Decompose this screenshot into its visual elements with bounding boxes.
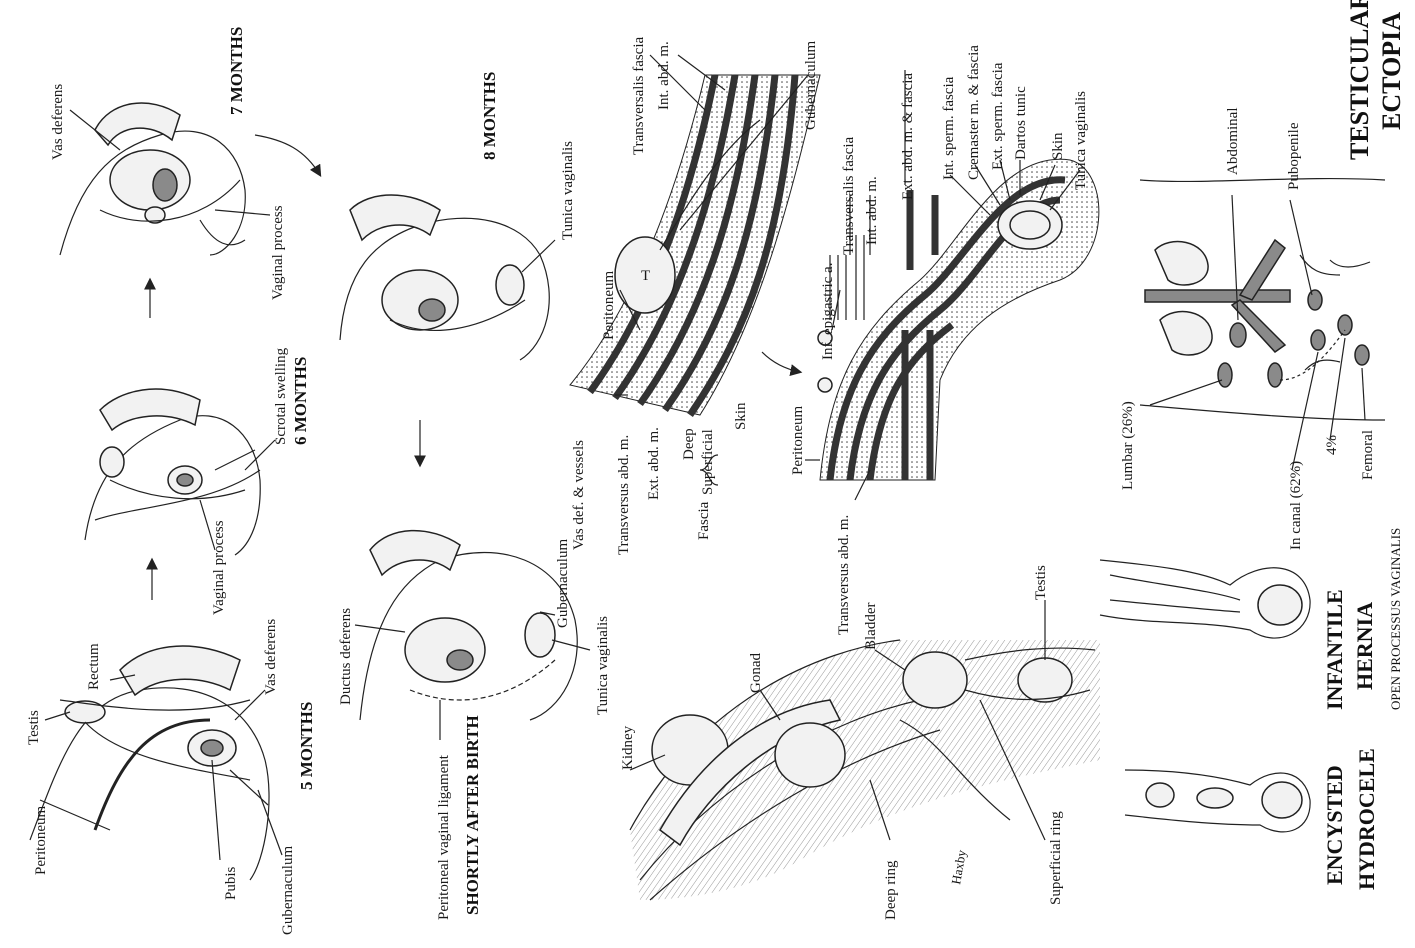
title-hydrocele: HYDROCELE <box>1354 748 1379 890</box>
panel-encysted-hydrocele: ENCYSTED HYDROCELE <box>1125 748 1379 890</box>
label-gubernaculum-canal: Gubernaculum <box>803 41 819 130</box>
stage-label-5-months: 5 MONTHS <box>297 702 316 790</box>
label-vaginal-process-6m: Vaginal process <box>211 520 227 615</box>
label-peritoneum-canal: Peritoneum <box>601 271 617 340</box>
label-peritoneum-5m: Peritoneum <box>33 806 49 875</box>
panel-8-months: Tunica vaginalis 8 MONTHS <box>340 72 576 360</box>
label-tunica-vaginalis-birth: Tunica vaginalis <box>595 616 611 715</box>
label-tunica-vaginalis-8m: Tunica vaginalis <box>560 141 576 240</box>
panel-5-months: Peritoneum Testis Rectum Vas deferens Pu… <box>26 619 316 935</box>
label-lumbar: Lumbar (26%) <box>1120 401 1136 490</box>
label-testis-letter-t: T <box>641 268 650 284</box>
panel-infantile-hernia: INFANTILE HERNIA OPEN PROCESSUS VAGINALI… <box>1100 528 1403 710</box>
label-vas-deferens-5m: Vas deferens <box>263 619 279 695</box>
title-hernia: HERNIA <box>1352 602 1377 690</box>
label-peritoneum-scrotum: Peritoneum <box>790 406 806 475</box>
label-ext-abd-m-fascia: Ext. abd. m. & fascia <box>900 73 916 200</box>
label-scrotal-swelling: Scrotal swelling <box>273 347 289 445</box>
label-skin-canal: Skin <box>733 402 749 430</box>
label-dartos-tunic: Dartos tunic <box>1013 86 1029 160</box>
label-abdominal: Abdominal <box>1225 108 1241 176</box>
label-testis-5m: Testis <box>26 710 42 745</box>
label-in-canal: In canal (62%) <box>1288 461 1304 550</box>
panel-after-birth: Ductus deferens Gubernaculum Tunica vagi… <box>338 531 611 920</box>
label-rectum-5m: Rectum <box>86 643 102 690</box>
label-vas-def-vessels: Vas def. & vessels <box>571 440 587 550</box>
label-deep: Deep <box>681 428 697 460</box>
label-gonad: Gonad <box>748 653 764 693</box>
label-tunica-vaginalis-scrotum: Tunica vaginalis <box>1073 91 1089 190</box>
label-kidney: Kidney <box>620 725 636 770</box>
label-gubernaculum-5m: Gubernaculum <box>280 846 296 935</box>
label-cremaster: Cremaster m. & fascia <box>966 45 982 180</box>
label-transversus-abd-m-scrotum: Transversus abd. m. <box>836 515 852 635</box>
subtitle-open-processus-vaginalis: OPEN PROCESSUS VAGINALIS <box>1388 528 1403 710</box>
stage-label-7-months: 7 MONTHS <box>227 27 246 115</box>
label-ext-abd-m-canal: Ext. abd. m. <box>646 427 662 500</box>
label-pubopenile: Pubopenile <box>1286 122 1302 190</box>
arrow-canal-to-scrotum <box>762 352 800 372</box>
title-infantile: INFANTILE <box>1322 589 1347 710</box>
label-fascia: Fascia <box>696 501 712 540</box>
artist-signature: Haxby <box>948 848 969 885</box>
stage-label-after-birth: SHORTLY AFTER BIRTH <box>463 715 482 915</box>
panel-7-months: Vas deferens Vaginal process 7 MONTHS <box>50 27 286 300</box>
label-gubernaculum-birth: Gubernaculum <box>555 539 571 628</box>
label-deep-ring: Deep ring <box>883 860 899 920</box>
label-testis-descent: Testis <box>1033 565 1049 600</box>
label-pubis-5m: Pubis <box>223 866 239 900</box>
label-transversalis-fascia-scrotum: Transversalis fascia <box>841 136 857 255</box>
arrow-7-to-8 <box>255 135 320 175</box>
label-transversalis-fascia-canal: Transversalis fascia <box>631 36 647 155</box>
label-transversus-abd-m-canal: Transversus abd. m. <box>616 435 632 555</box>
label-peritoneal-vaginal-ligament: Peritoneal vaginal ligament <box>436 754 452 920</box>
label-femoral: Femoral <box>1360 430 1376 480</box>
label-inf-epigastric: Inf. epigastric a. <box>820 263 836 360</box>
title-ectopia: ECTOPIA <box>1377 12 1406 130</box>
label-int-abd-m-scrotum: Int. abd. m. <box>864 176 880 245</box>
label-4-percent: 4% <box>1324 435 1340 455</box>
label-ext-sperm-fascia: Ext. sperm. fascia <box>990 62 1006 170</box>
label-ductus-deferens: Ductus deferens <box>338 608 354 705</box>
panel-descent-overview: Kidney Gonad Bladder Testis Deep ring Su… <box>620 565 1100 920</box>
title-testicular: TESTICULAR <box>1345 0 1374 160</box>
panel-scrotal-layers: Ext. abd. m. & fascia Transversalis fasc… <box>790 45 1099 635</box>
stage-label-8-months: 8 MONTHS <box>480 72 499 160</box>
label-skin-scrotum: Skin <box>1050 132 1066 160</box>
label-bladder: Bladder <box>863 603 879 650</box>
label-int-sperm-fascia: Int. sperm. fascia <box>941 76 957 180</box>
title-encysted: ENCYSTED <box>1322 765 1347 885</box>
stage-label-6-months: 6 MONTHS <box>291 357 310 445</box>
label-superficial: Superficial <box>700 429 716 495</box>
label-int-abd-m-canal: Int. abd. m. <box>656 41 672 110</box>
panel-6-months: Vaginal process Scrotal swelling 6 MONTH… <box>85 347 310 615</box>
panel-inguinal-canal: T Peritoneum Transversalis fascia Int. a… <box>570 36 820 555</box>
panel-testicular-ectopia: Abdominal Pubopenile Lumbar (26%) In can… <box>1120 0 1406 550</box>
label-vas-deferens-7m: Vas deferens <box>50 84 66 160</box>
label-superficial-ring: Superficial ring <box>1048 811 1064 905</box>
label-vaginal-process-7m: Vaginal process <box>270 205 286 300</box>
